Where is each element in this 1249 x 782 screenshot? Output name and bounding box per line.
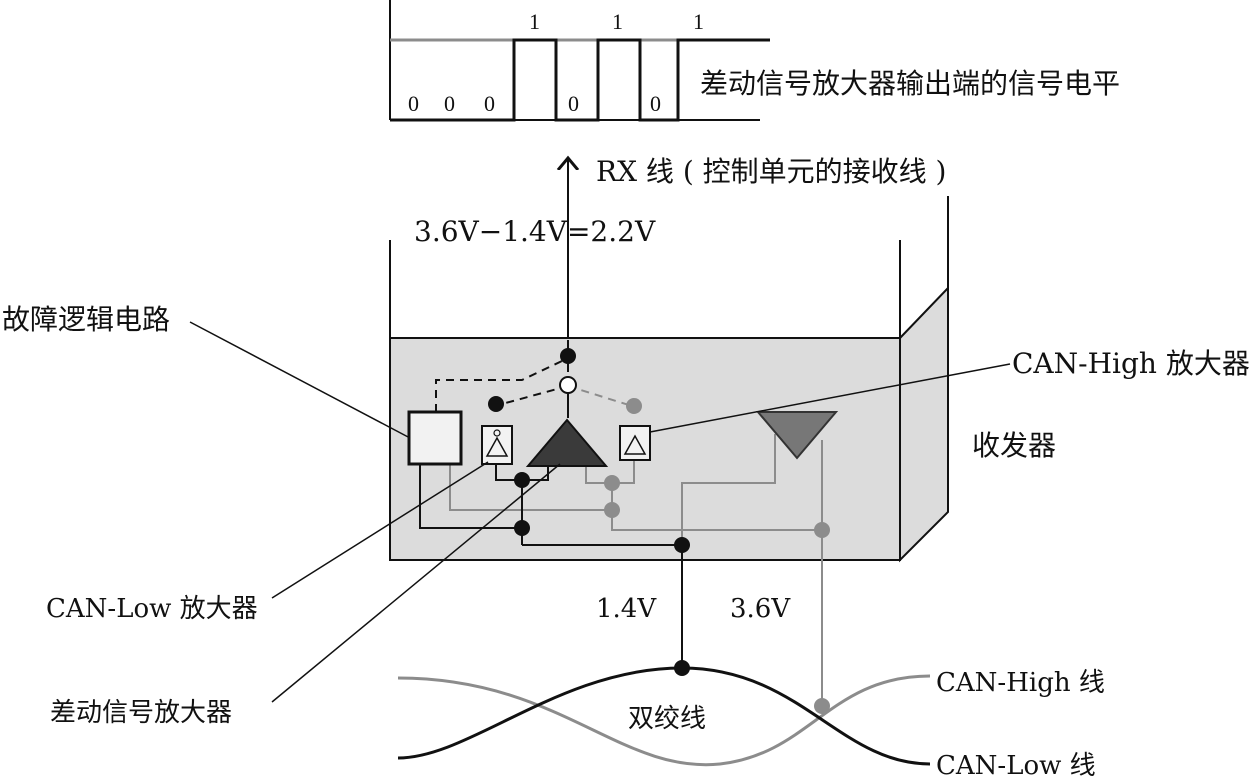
bit-label-1: 1 (612, 9, 623, 34)
can-high-amplifier (619, 425, 651, 461)
can-high-tap-node (814, 698, 830, 714)
black-wiring (419, 340, 683, 668)
rx-line-label: RX 线 ( 控制单元的接收线 ) (596, 155, 947, 188)
signal-waveform (389, 0, 770, 122)
fault-logic-block (407, 410, 463, 466)
signal-trace (390, 38, 770, 122)
bit-label-0: 0 (408, 91, 419, 116)
rx-voltage-label: 3.6V−1.4V=2.2V (414, 215, 656, 248)
twisted-pair (397, 660, 931, 767)
differential-amplifier-label: 差动信号放大器 (50, 698, 233, 728)
can-low-tap-node (674, 660, 690, 676)
bit-label-0: 0 (484, 91, 495, 116)
fault-logic-label: 故障逻辑电路 (2, 303, 171, 336)
can-low-amplifier-label: CAN-Low 放大器 (46, 594, 258, 624)
signal-caption: 差动信号放大器输出端的信号电平 (700, 67, 1121, 100)
can-high-amplifier-label: CAN-High 放大器 (1012, 347, 1249, 380)
leader-lines (189, 321, 1011, 703)
transmit-amplifier (755, 411, 839, 460)
transceiver-label: 收发器 (972, 429, 1057, 462)
can-high-wire (397, 674, 931, 767)
bit-label-0: 0 (568, 91, 579, 116)
differential-amplifier (525, 418, 609, 467)
bit-label-1: 1 (693, 9, 704, 34)
box-side-face (899, 285, 949, 563)
can-low-amplifier (481, 425, 513, 465)
voltage-low-label: 1.4V (596, 594, 657, 624)
bit-label-0: 0 (444, 91, 455, 116)
bit-label-1: 1 (529, 9, 540, 34)
junction-nodes (488, 348, 830, 553)
twisted-pair-label: 双绞线 (628, 704, 707, 734)
voltage-high-label: 3.6V (730, 594, 791, 624)
bit-label-0: 0 (650, 91, 661, 116)
transceiver-box (389, 196, 949, 563)
can-low-wire-label: CAN-Low 线 (936, 751, 1096, 781)
can-high-wire-label: CAN-High 线 (936, 668, 1105, 698)
